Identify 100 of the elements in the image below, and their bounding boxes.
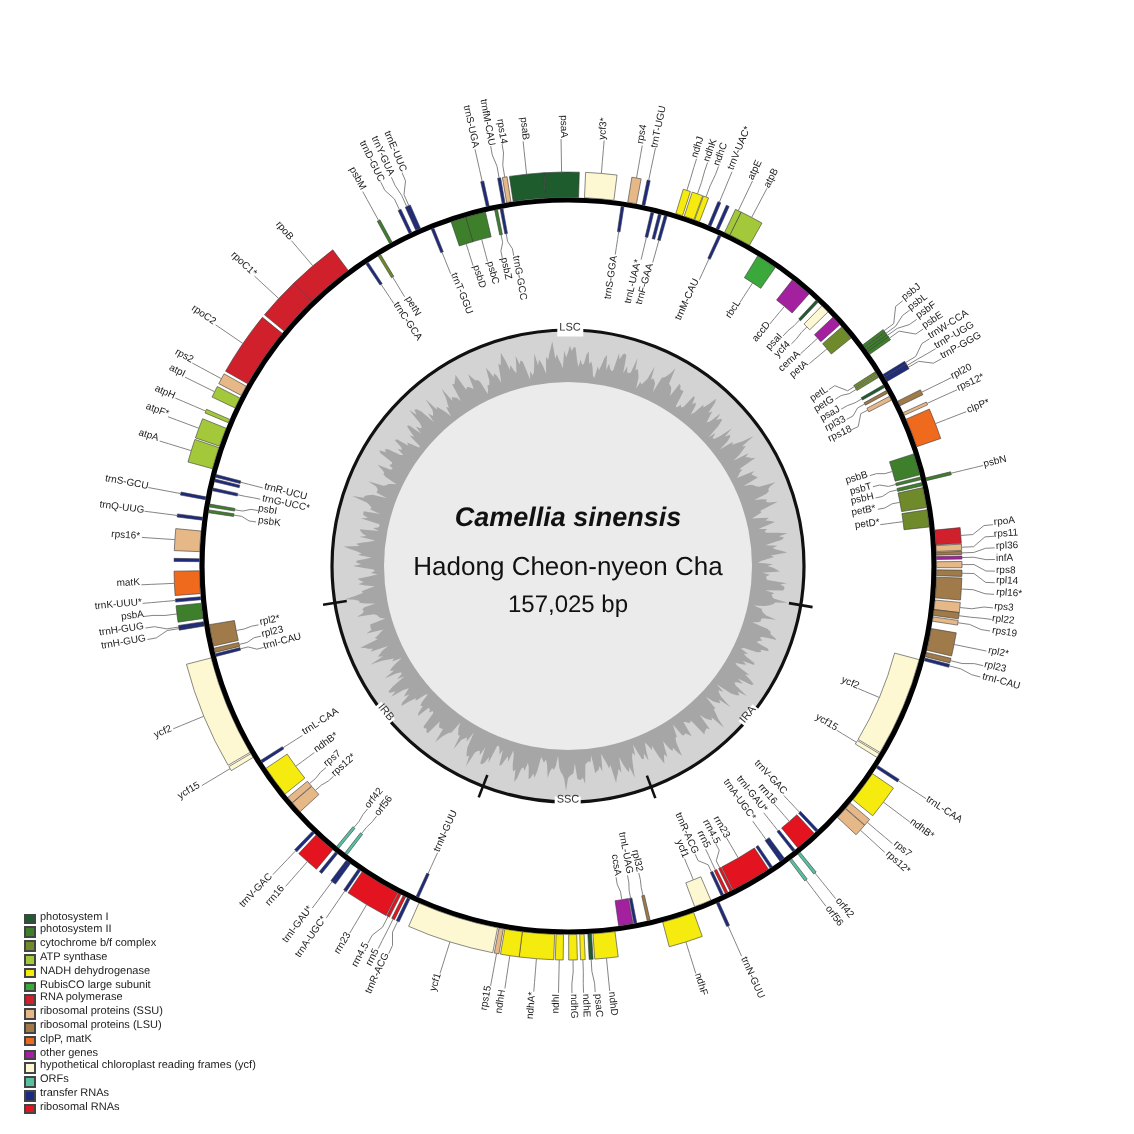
leader-line	[237, 494, 261, 500]
gene-block	[365, 262, 383, 286]
leader-line	[401, 172, 410, 207]
leader-line	[882, 801, 911, 823]
gene-block	[694, 195, 709, 222]
gene-block	[798, 811, 819, 832]
leader-line	[582, 959, 584, 994]
gene-block	[265, 753, 306, 795]
gene-block	[925, 652, 952, 664]
leader-line	[474, 148, 483, 182]
leader-line	[140, 582, 175, 586]
leader-line	[718, 171, 733, 203]
genome-info-label: 157,025 bp	[507, 592, 629, 616]
leader-line	[851, 409, 869, 431]
gene-block	[766, 829, 796, 861]
gene-block	[781, 814, 815, 848]
leader-line	[377, 918, 394, 949]
leader-line	[184, 376, 216, 393]
leader-line	[427, 852, 438, 875]
gene-block	[926, 628, 957, 657]
leader-line	[769, 305, 785, 325]
gene-block	[936, 551, 963, 556]
leader-line	[311, 881, 333, 909]
gene-block	[729, 211, 763, 246]
leader-line	[961, 556, 996, 561]
leader-line	[362, 191, 380, 221]
gene-block	[543, 171, 580, 199]
leader-line	[558, 959, 560, 994]
leader-line	[960, 588, 995, 595]
leader-line	[846, 403, 866, 420]
leader-line	[390, 176, 408, 207]
gene-block	[293, 249, 349, 302]
leader-line	[948, 665, 981, 678]
gene-block	[932, 616, 959, 626]
gene-block	[430, 227, 444, 254]
leader-line	[840, 398, 863, 410]
gene-block	[895, 476, 922, 487]
leader-line	[522, 140, 528, 175]
leader-line	[314, 775, 334, 791]
gene-block	[897, 389, 924, 407]
leader-line	[638, 872, 644, 896]
gene-block	[298, 834, 333, 870]
leader-line	[441, 251, 452, 275]
leader-line	[808, 348, 828, 365]
gene-block	[174, 528, 202, 552]
leader-line	[505, 233, 515, 257]
leader-line	[141, 536, 176, 541]
gene-block	[932, 609, 960, 620]
gene-block	[724, 209, 742, 236]
leader-line	[961, 572, 996, 584]
leader-line	[143, 613, 178, 617]
leader-line	[752, 820, 767, 841]
gene-block	[500, 928, 523, 958]
leader-line	[739, 282, 754, 303]
leader-line	[367, 916, 389, 944]
gene-block	[685, 876, 712, 907]
gene-block	[292, 786, 320, 812]
gene-block	[584, 172, 618, 201]
leader-line	[805, 879, 827, 907]
leader-line	[380, 181, 400, 211]
gene-block	[855, 740, 880, 758]
gene-block	[710, 871, 724, 896]
leader-line	[961, 535, 995, 548]
leader-line	[172, 715, 205, 730]
gene-block	[814, 316, 841, 342]
leader-line	[686, 158, 697, 191]
leader-line	[961, 547, 996, 554]
gene-block	[213, 642, 240, 653]
gene-block	[386, 892, 402, 918]
gene-block	[798, 300, 819, 322]
gene-block	[936, 569, 963, 577]
leader-line	[282, 734, 303, 749]
gene-block	[641, 179, 651, 206]
leader-line	[814, 872, 837, 900]
gene-block	[936, 555, 963, 560]
gene-block	[707, 234, 722, 260]
gene-block	[204, 408, 231, 424]
gene-block	[209, 503, 236, 512]
leader-line	[684, 858, 694, 881]
gene-block	[218, 373, 247, 396]
leader-line	[727, 925, 742, 957]
leader-line	[627, 874, 632, 899]
leader-line	[174, 397, 207, 412]
gene-block	[568, 934, 578, 961]
leader-line	[239, 646, 265, 650]
gene-block	[332, 861, 361, 892]
leader-line	[215, 324, 244, 344]
species-title: Camellia sinensis	[454, 499, 682, 536]
gene-block	[863, 390, 888, 406]
leader-line	[560, 138, 563, 173]
leader-line	[191, 362, 222, 380]
gene-block	[579, 933, 586, 961]
gene-block	[347, 871, 398, 916]
leader-line	[698, 258, 710, 281]
leader-line	[834, 388, 857, 400]
gene-block	[264, 282, 312, 332]
gene-block	[493, 927, 504, 955]
gene-block	[186, 657, 251, 766]
gene-block	[876, 765, 900, 783]
gene-block	[721, 847, 769, 890]
